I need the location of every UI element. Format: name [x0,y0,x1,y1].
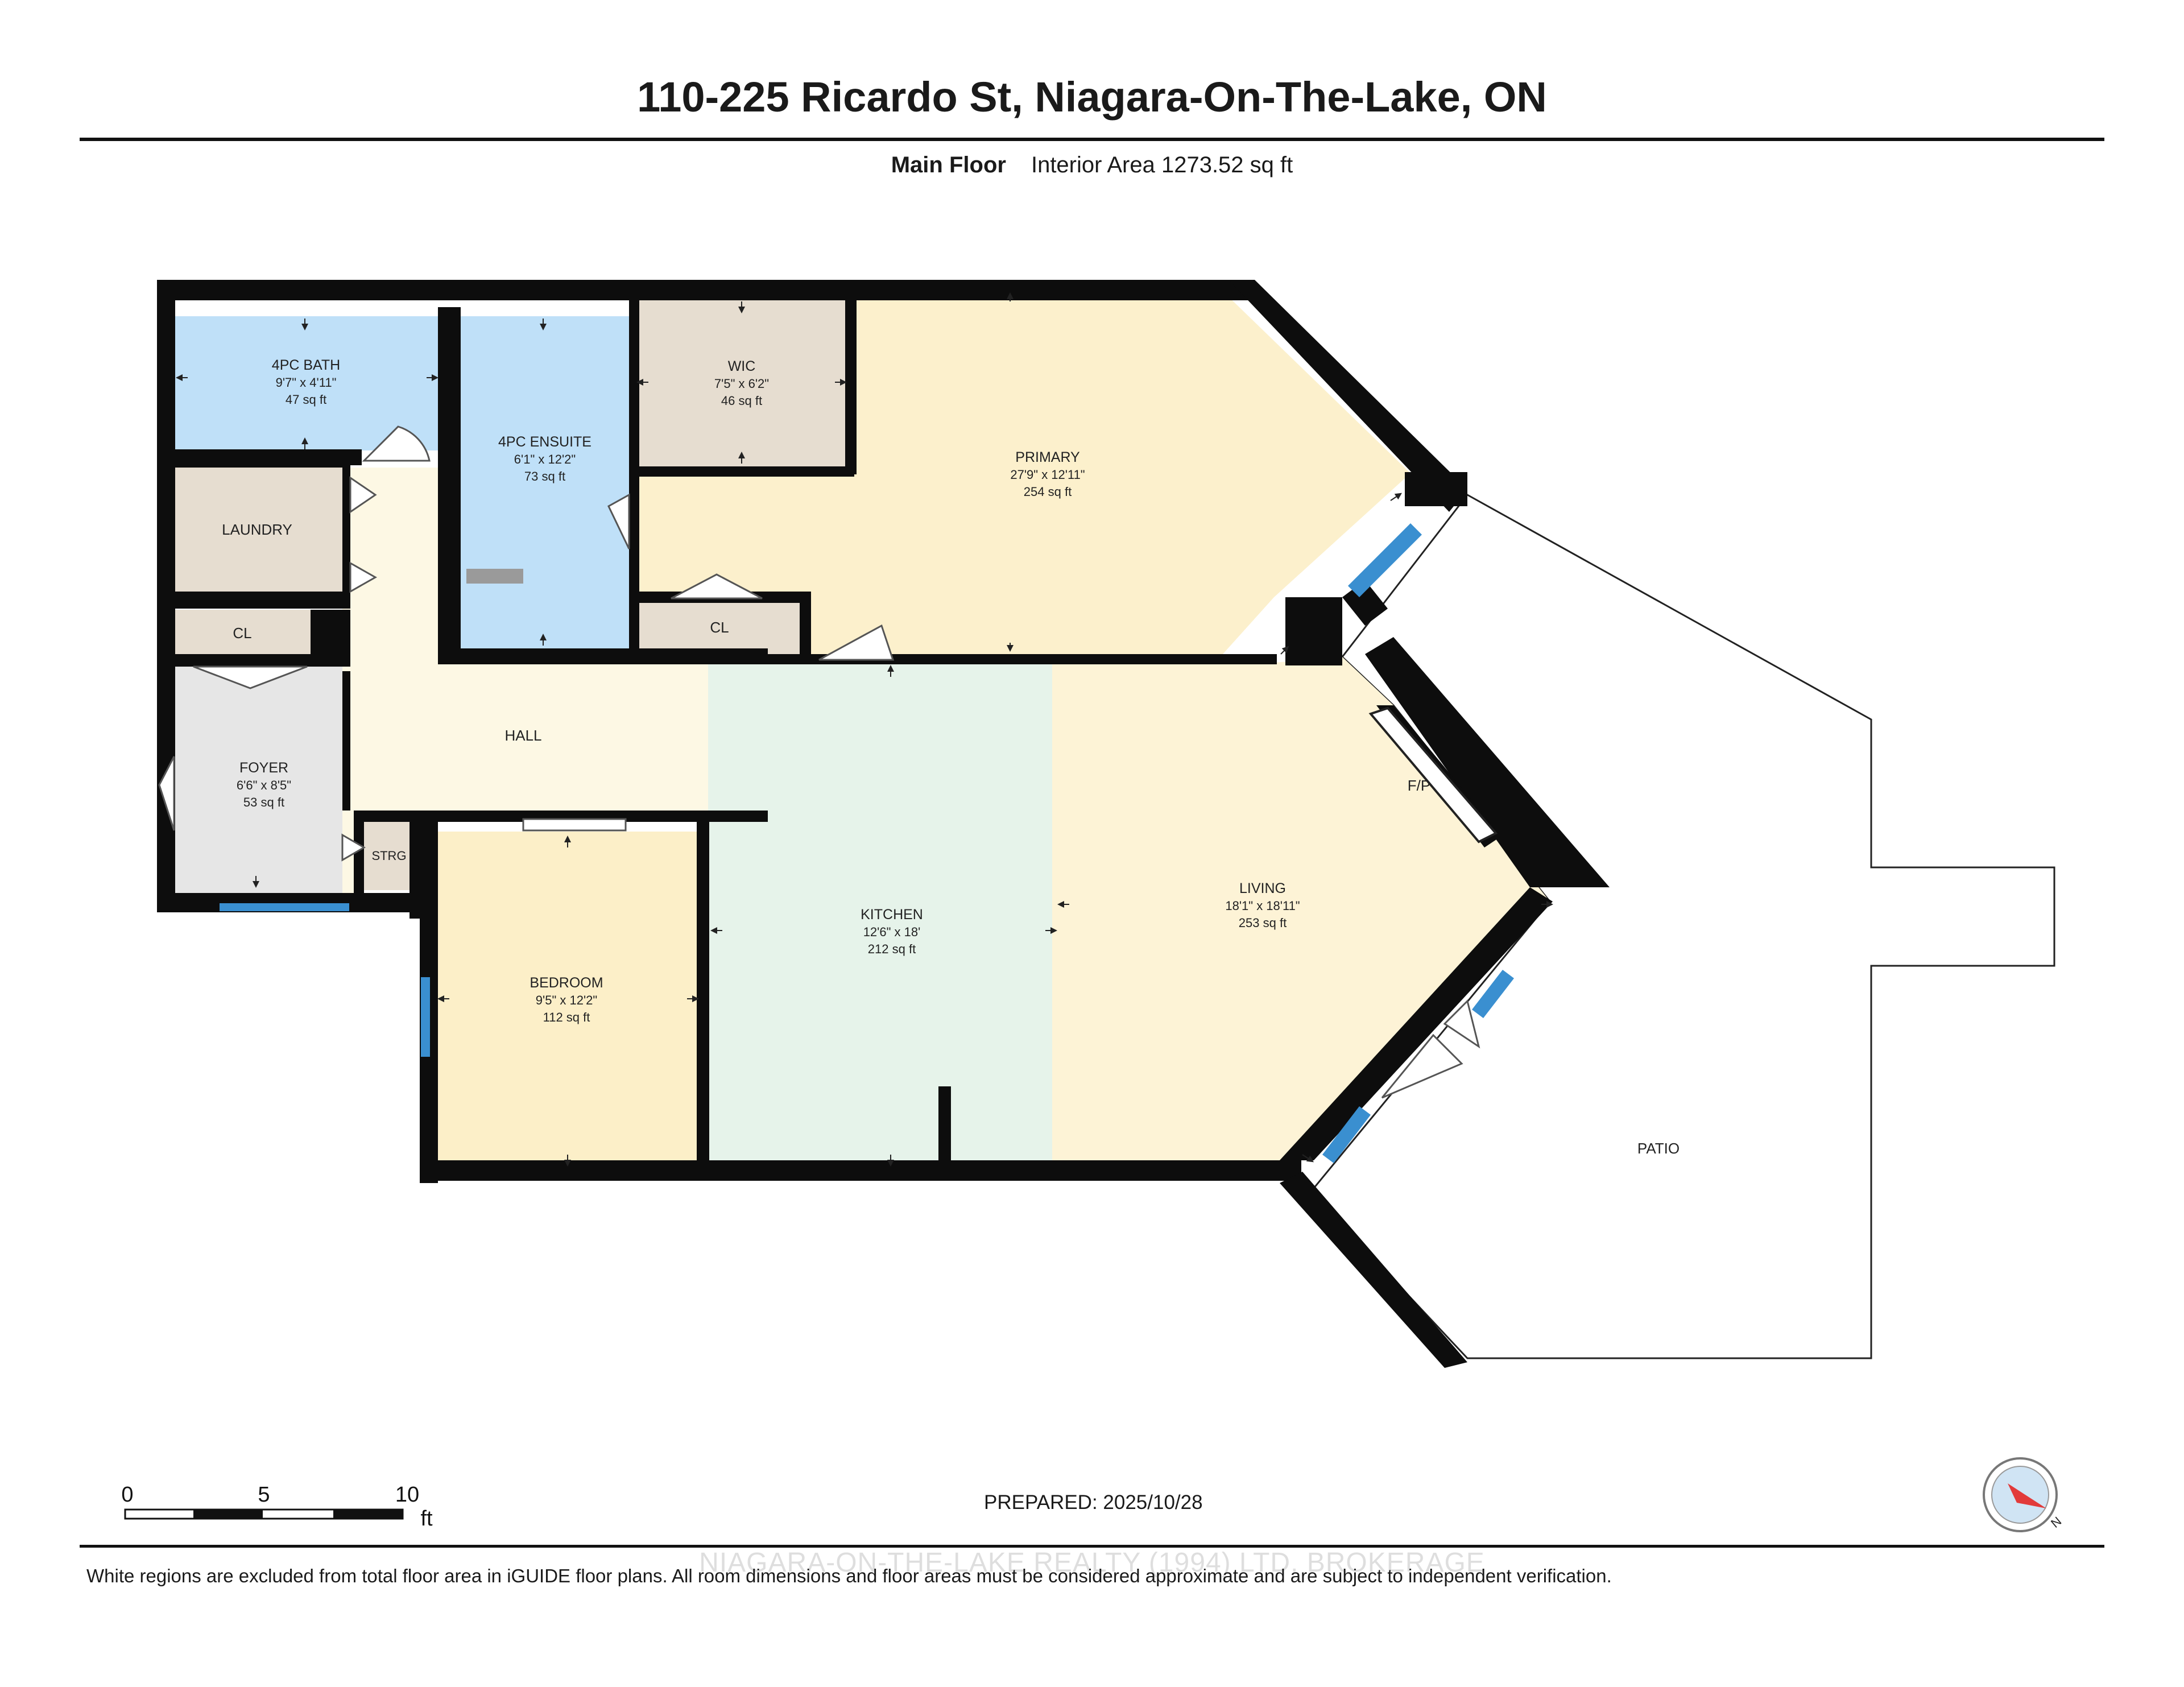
room-area-wic: 46 sq ft [721,394,762,408]
room-name-wic: WIC [728,358,756,374]
room-area-kitchen: 212 sq ft [868,942,916,956]
room-dims-bedroom: 9'5" x 12'2" [536,993,597,1007]
room-name-bath: 4PC BATH [272,357,340,373]
dimension-arrows [176,292,1553,1167]
ensuite-fixture [466,569,523,584]
room-ensuite [461,316,629,648]
footer-divider [80,1545,2104,1548]
room-dims-primary: 27'9" x 12'11" [1010,468,1085,482]
windows [220,523,1514,1163]
room-bedroom [437,832,700,1160]
label-fireplace: F/P [1408,777,1430,794]
room-area-primary: 254 sq ft [1024,485,1072,499]
room-area-ensuite: 73 sq ft [524,469,565,483]
room-strg [364,822,410,890]
label-hall: HALL [504,727,541,744]
floor-info: Main Floor Interior Area 1273.52 sq ft [0,152,2184,178]
room-name-ensuite: 4PC ENSUITE [498,434,592,450]
room-dims-kitchen: 12'6" x 18' [863,925,921,939]
label-laundry: LAUNDRY [222,521,292,538]
title-divider [80,138,2104,141]
room-area-bath: 47 sq ft [286,392,326,407]
room-dims-ensuite: 6'1" x 12'2" [514,452,576,466]
room-bath [174,316,438,450]
room-dims-bath: 9'7" x 4'11" [276,375,337,390]
bedroom-door-track [522,818,627,832]
fireplace [1368,706,1498,844]
room-foyer [174,667,342,893]
room-kitchen [708,663,1052,1160]
label-cl-left: CL [233,625,251,642]
prepared-date: PREPARED: 2025/10/28 [984,1491,1203,1514]
interior-area: Interior Area 1273.52 sq ft [1031,152,1293,177]
room-dims-wic: 7'5" x 6'2" [714,377,769,391]
room-name-primary: PRIMARY [1015,449,1080,465]
page-title: 110-225 Ricardo St, Niagara-On-The-Lake,… [637,73,1547,121]
room-cl-left [174,610,311,655]
compass-icon: N [1983,1457,2064,1532]
floor-name: Main Floor [891,152,1006,177]
room-area-foyer: 53 sq ft [243,795,284,809]
room-wic [638,299,845,469]
scale-tick-5: 5 [258,1483,270,1507]
room-laundry [174,468,342,592]
disclaimer: White regions are excluded from total fl… [86,1565,1612,1586]
room-name-living: LIVING [1239,880,1286,896]
label-patio: PATIO [1637,1140,1680,1157]
room-name-kitchen: KITCHEN [861,907,923,923]
label-cl-primary: CL [710,619,729,636]
room-name-bedroom: BEDROOM [530,975,603,991]
room-name-foyer: FOYER [239,760,288,776]
room-area-living: 253 sq ft [1239,916,1287,930]
room-dims-living: 18'1" x 18'11" [1225,899,1300,913]
doors [158,425,1480,1099]
scale-tick-10: 10 [395,1483,419,1507]
scale-unit: ft [420,1507,433,1531]
watermark: NIAGARA-ON-THE-LAKE REALTY (1994) LTD. B… [699,1548,1485,1578]
scale-tick-0: 0 [121,1483,133,1507]
room-area-bedroom: 112 sq ft [543,1010,590,1024]
scale-bar: 0 5 10 ft [121,1483,433,1531]
room-primary [638,291,1410,654]
label-strg: STRG [371,849,406,863]
room-dims-foyer: 6'6" x 8'5" [237,778,291,792]
room-cl-primary [638,603,803,654]
